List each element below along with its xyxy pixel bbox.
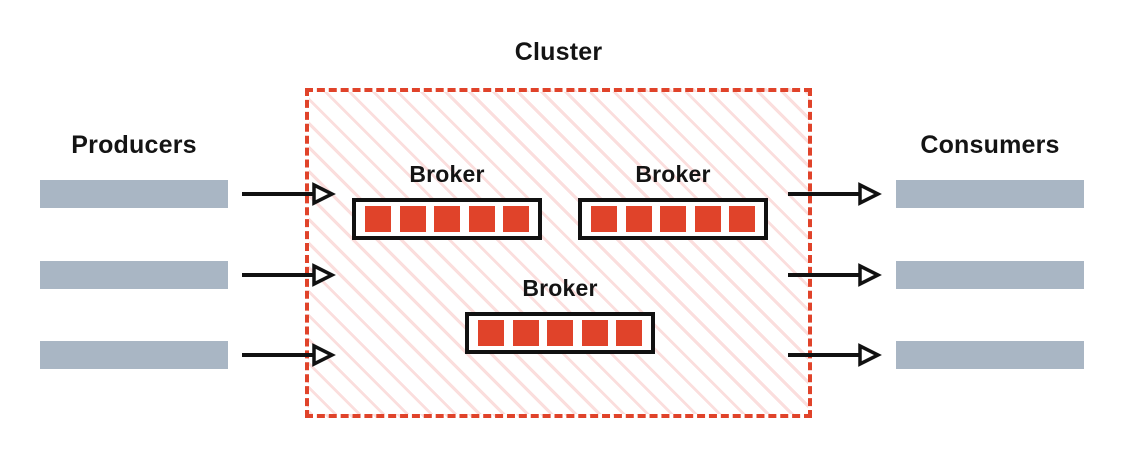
broker-3-label: Broker (522, 275, 598, 301)
producer-arrow-3 (242, 343, 336, 367)
broker-3-box (465, 312, 655, 354)
broker-3-partition-4 (581, 320, 608, 346)
broker-2-partition-2 (625, 206, 652, 232)
consumer-arrow-1 (788, 182, 882, 206)
consumer-bar-1 (896, 180, 1084, 208)
producer-arrow-1 (242, 182, 336, 206)
producer-arrow-2 (242, 263, 336, 287)
producer-bar-1 (40, 180, 228, 208)
producer-bar-2 (40, 261, 228, 289)
broker-1-partition-2 (399, 206, 426, 232)
broker-3-partition-5 (616, 320, 642, 346)
consumer-bar-2 (896, 261, 1084, 289)
broker-1-partition-5 (503, 206, 529, 232)
consumer-bar-3 (896, 341, 1084, 369)
consumer-arrow-2 (788, 263, 882, 287)
consumer-arrow-3 (788, 343, 882, 367)
broker-1-partition-1 (365, 206, 391, 232)
broker-2-partition-3 (660, 206, 686, 232)
broker-2-partition-4 (694, 206, 721, 232)
producers-title: Producers (71, 131, 197, 159)
broker-2-partition-1 (591, 206, 617, 232)
broker-1-partition-4 (468, 206, 495, 232)
broker-3-partition-1 (478, 320, 504, 346)
broker-1-label: Broker (409, 161, 485, 187)
producer-bar-3 (40, 341, 228, 369)
broker-1-partition-3 (434, 206, 460, 232)
broker-3-partition-2 (512, 320, 539, 346)
broker-3-partition-3 (547, 320, 573, 346)
cluster-boundary-box (305, 88, 812, 418)
cluster-title: Cluster (514, 38, 603, 66)
broker-2-box (578, 198, 768, 240)
consumers-title: Consumers (920, 131, 1060, 159)
broker-2-partition-5 (729, 206, 755, 232)
broker-2-label: Broker (635, 161, 711, 187)
broker-1-box (352, 198, 542, 240)
